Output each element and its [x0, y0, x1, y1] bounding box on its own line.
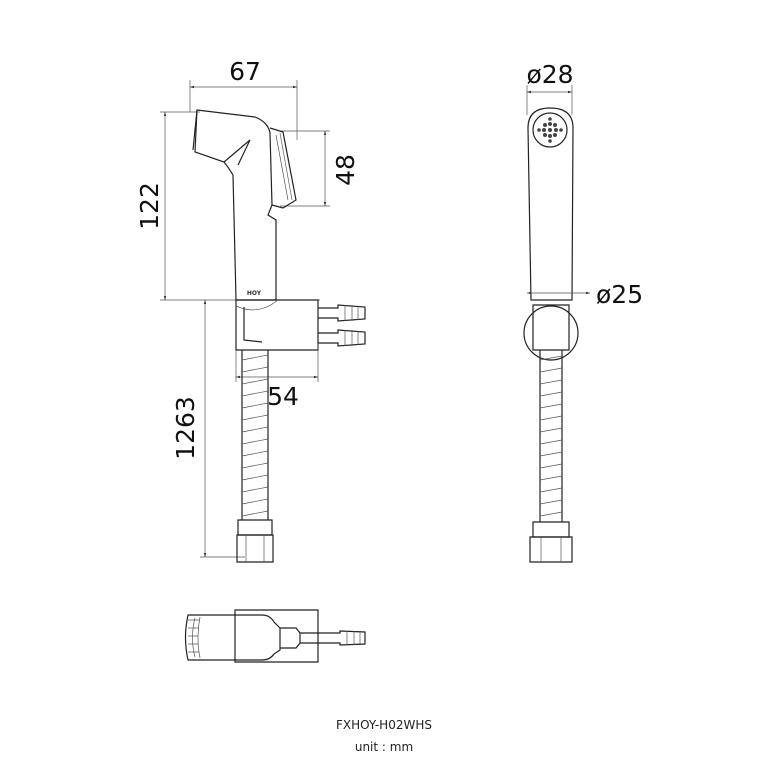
model-number: FXHOY-H02WHS	[336, 718, 432, 732]
dim-head-diameter: ø28	[526, 60, 573, 89]
brand-logo: HOY	[247, 290, 262, 297]
top-view	[184, 609, 366, 663]
hose	[236, 350, 274, 563]
dim-body-diameter: ø25	[596, 280, 643, 309]
unit-label: unit : mm	[354, 740, 414, 754]
front-view: 67 122 48 HOY 54	[135, 57, 366, 563]
dim-height-122: 122	[135, 182, 164, 230]
side-view: ø28 ø25	[523, 60, 643, 563]
hose-barb-connectors	[318, 304, 366, 347]
dim-width-67: 67	[229, 57, 261, 86]
dim-bracket-54: 54	[267, 382, 299, 411]
dim-hose-1263: 1263	[171, 396, 200, 460]
dim-head-48: 48	[331, 154, 360, 186]
